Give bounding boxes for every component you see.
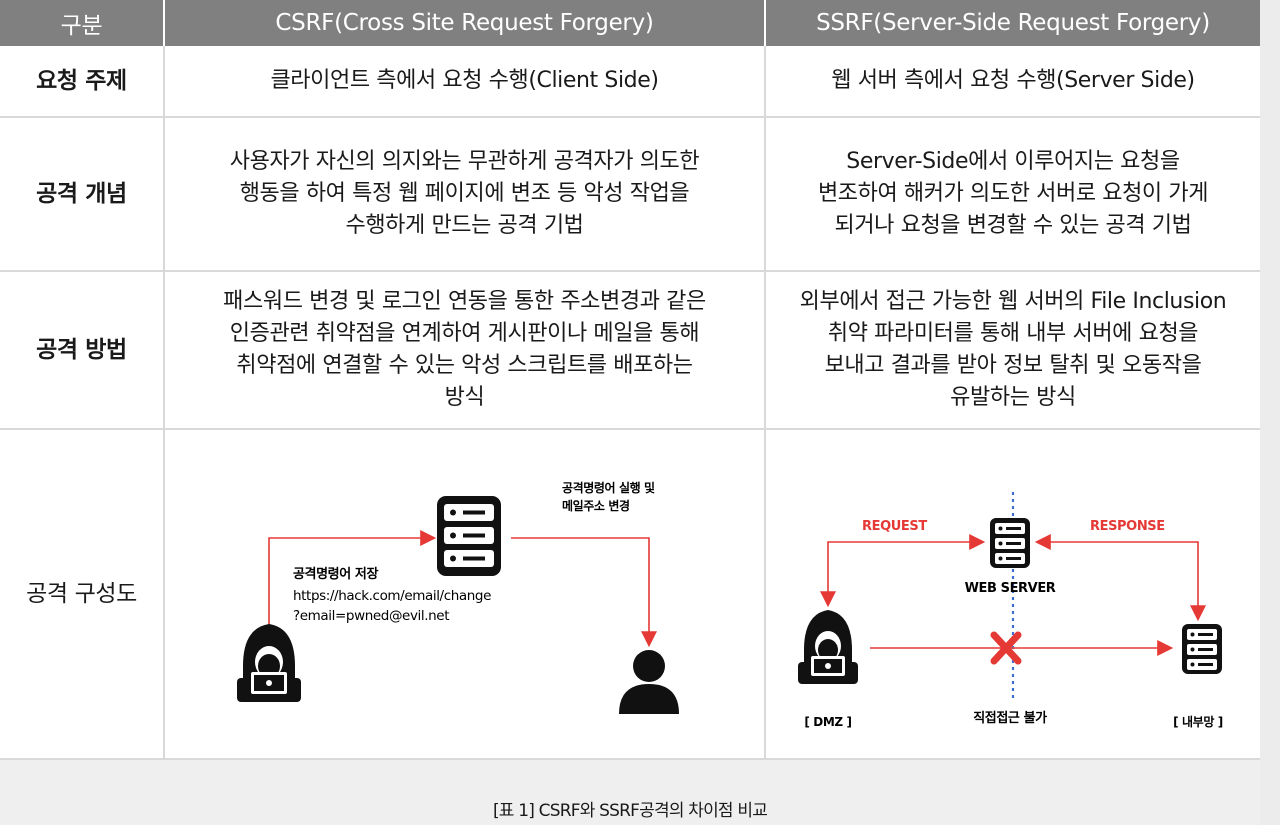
ssrf-diagram-cell: REQUEST RESPONSE WEB SERVER [ DMZ ] [ 내부… [765,429,1260,760]
web-server-label: WEB SERVER [965,581,1056,596]
row-label-attack-concept: 공격 개념 [0,117,165,272]
text-line: 웹 서버 측에서 요청 수행(Server Side) [831,68,1195,93]
server-icon [437,496,501,576]
table-row: 공격 방법 패스워드 변경 및 로그인 연동을 통한 주소변경과 같은 인증관련… [0,271,1260,430]
arrow-attacker-to-server [268,530,437,630]
header-ssrf: SSRF(Server-Side Request Forgery) [765,0,1260,46]
csrf-request-subject: 클라이언트 측에서 요청 수행(Client Side) [164,46,766,118]
header-csrf: CSRF(Cross Site Request Forgery) [164,0,766,46]
text-line: 패스워드 변경 및 로그인 연동을 통한 주소변경과 같은 [223,289,706,314]
text-line: 외부에서 접근 가능한 웹 서버의 File Inclusion [799,289,1227,314]
request-label: REQUEST [862,519,927,534]
table-header-row: 구분 CSRF(Cross Site Request Forgery) SSRF… [0,0,1260,46]
comparison-table: 구분 CSRF(Cross Site Request Forgery) SSRF… [0,0,1260,760]
store-label-line: https://hack.com/email/change [293,588,491,604]
text-line: 보내고 결과를 받아 정보 탈취 및 오동작을 [824,353,1202,378]
hacker-icon [798,610,858,684]
text-line: 사용자가 자신의 의지와는 무관하게 공격자가 의도한 [229,149,700,174]
request-arrow [820,534,986,608]
command-label-line: 공격명령어 실행 및 [562,480,655,495]
csrf-attack-concept: 사용자가 자신의 의지와는 무관하게 공격자가 의도한 행동을 하여 특정 웹 … [164,117,766,272]
header-category: 구분 [0,0,165,46]
table-row: 공격 구성도 [0,429,1260,760]
text-line: 되거나 요청을 변경할 수 있는 공격 기법 [834,213,1192,238]
blocked-x-icon [990,631,1022,665]
csrf-attack-method: 패스워드 변경 및 로그인 연동을 통한 주소변경과 같은 인증관련 취약점을 … [164,271,766,430]
csrf-diagram-cell: 공격명령어 실행 및 메일주소 변경 공격명령어 저장 https://hack… [164,429,766,760]
text-line: 방식 [444,385,485,410]
hacker-icon [237,624,301,702]
text-line: 행동을 하여 특정 웹 페이지에 변조 등 악성 작업을 [239,181,690,206]
text-line: 클라이언트 측에서 요청 수행(Client Side) [270,68,659,93]
csrf-diagram: 공격명령어 실행 및 메일주소 변경 공격명령어 저장 https://hack… [237,480,679,714]
text-line: 변조하여 해커가 의도한 서버로 요청이 가게 [817,181,1209,206]
response-arrow [1034,534,1206,622]
text-line: 취약 파라미터를 통해 내부 서버에 요청을 [827,321,1199,346]
row-label-request-subject: 요청 주제 [0,46,165,118]
ssrf-request-subject: 웹 서버 측에서 요청 수행(Server Side) [765,46,1260,118]
text-line: 수행하게 만드는 공격 기법 [345,213,584,238]
text-line: Server-Side에서 이루어지는 요청을 [846,149,1180,174]
text-line: 유발하는 방식 [950,385,1076,410]
dmz-label: [ DMZ ] [804,715,851,729]
table-row: 공격 개념 사용자가 자신의 의지와는 무관하게 공격자가 의도한 행동을 하여… [0,117,1260,272]
ssrf-attack-concept: Server-Side에서 이루어지는 요청을 변조하여 해커가 의도한 서버로… [765,117,1260,272]
store-label-line: ?email=pwned@evil.net [293,608,449,624]
text-line: 인증관련 취약점을 연계하여 게시판이나 메일을 통해 [229,321,700,346]
user-icon [619,650,679,714]
ssrf-diagram: REQUEST RESPONSE WEB SERVER [ DMZ ] [ 내부… [798,492,1223,729]
response-label: RESPONSE [1090,519,1165,534]
row-label-attack-diagram: 공격 구성도 [0,429,165,760]
web-server-icon [990,518,1030,568]
internal-server-icon [1182,624,1222,674]
text-line: 취약점에 연결할 수 있는 악성 스크립트를 배포하는 [236,353,693,378]
command-label-line: 메일주소 변경 [562,498,630,513]
table-row: 요청 주제 클라이언트 측에서 요청 수행(Client Side) 웹 서버 … [0,46,1260,118]
row-label-attack-method: 공격 방법 [0,271,165,430]
internal-network-label: [ 내부망 ] [1173,714,1223,729]
blocked-label: 직접접근 불가 [973,710,1047,726]
ssrf-attack-method: 외부에서 접근 가능한 웹 서버의 File Inclusion 취약 파라미터… [765,271,1260,430]
store-label-line: 공격명령어 저장 [293,566,378,582]
table-caption: [표 1] CSRF와 SSRF공격의 차이점 비교 [492,801,768,821]
arrow-server-to-user [511,537,657,648]
